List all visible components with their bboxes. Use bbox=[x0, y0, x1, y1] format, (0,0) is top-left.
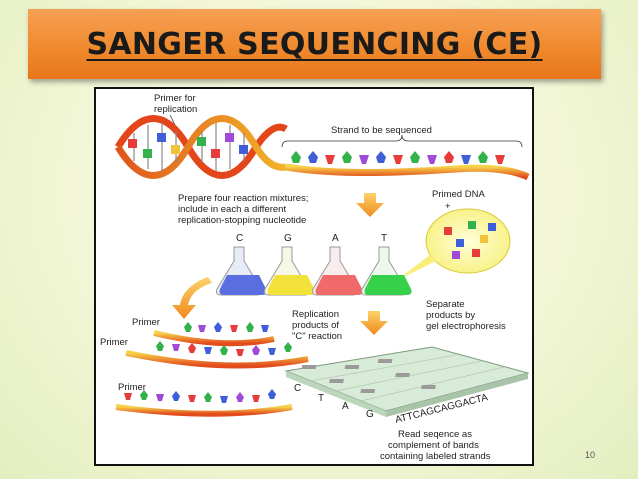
title-banner: SANGER SEQUENCING (CE) bbox=[28, 9, 601, 79]
sanger-diagram: Primer for replication Strand to be sequ… bbox=[100, 93, 530, 462]
flask-t bbox=[361, 246, 412, 296]
strand-brace bbox=[281, 134, 523, 148]
gel-slab bbox=[284, 346, 530, 417]
product-strand-1 bbox=[153, 330, 275, 347]
gel-label-t: T bbox=[318, 393, 324, 404]
label-prepare-3: replication-stopping nucleotide bbox=[178, 215, 306, 226]
sanger-figure: Primer for replication Strand to be sequ… bbox=[94, 87, 534, 466]
label-primed-dna: Primed DNA bbox=[432, 189, 485, 200]
flask-a-liquid bbox=[315, 275, 363, 295]
flask-label-a: A bbox=[332, 233, 339, 244]
label-replication: replication bbox=[154, 104, 197, 115]
label-strand-to-be-sequenced: Strand to be sequenced bbox=[331, 125, 432, 136]
label-replication-products-2: products of bbox=[292, 320, 339, 331]
slide-title: SANGER SEQUENCING (CE) bbox=[86, 26, 543, 62]
label-replication-products-3: "C" reaction bbox=[292, 331, 342, 342]
product-strand-2 bbox=[125, 350, 309, 369]
helix-nucleotides bbox=[128, 133, 248, 158]
label-prepare-2: include in each a different bbox=[178, 204, 286, 215]
template-nucleotides bbox=[291, 151, 505, 164]
label-replication-products-1: Replication bbox=[292, 309, 339, 320]
label-primer-2: Primer bbox=[100, 337, 128, 348]
label-primer-for: Primer for bbox=[154, 93, 196, 104]
primed-dna-bubble bbox=[425, 208, 511, 274]
gel-bands bbox=[301, 359, 436, 393]
gel-label-g: G bbox=[366, 409, 374, 420]
label-primer-1: Primer bbox=[132, 317, 160, 328]
product-strand-3 bbox=[115, 404, 293, 417]
flask-t-liquid bbox=[364, 275, 412, 295]
label-primer-3: Primer bbox=[118, 382, 146, 393]
flask-label-t: T bbox=[381, 233, 387, 244]
flask-g-liquid bbox=[267, 275, 315, 295]
label-plus: + bbox=[445, 201, 451, 212]
label-prepare-1: Prepare four reaction mixtures; bbox=[178, 193, 308, 204]
label-separate-3: gel electrophoresis bbox=[426, 321, 506, 332]
flask-label-g: G bbox=[284, 233, 292, 244]
flask-c-liquid bbox=[219, 275, 267, 295]
label-read-3: containing labeled strands bbox=[380, 451, 491, 462]
label-separate-1: Separate bbox=[426, 299, 465, 310]
label-separate-2: products by bbox=[426, 310, 475, 321]
flask-a bbox=[312, 246, 363, 296]
page-number: 10 bbox=[585, 450, 596, 460]
flask-c bbox=[216, 246, 267, 296]
product-nucleotides bbox=[124, 322, 292, 403]
flask-label-c: C bbox=[236, 233, 243, 244]
flask-g bbox=[264, 246, 315, 296]
gel-label-c: C bbox=[294, 383, 301, 394]
template-strand bbox=[285, 163, 530, 181]
bubble-tail bbox=[396, 254, 436, 281]
label-read-2: complement of bands bbox=[388, 440, 479, 451]
down-arrow-2-icon bbox=[360, 311, 388, 335]
down-arrow-icon bbox=[356, 193, 384, 217]
dna-double-helix bbox=[115, 115, 288, 179]
gel-label-a: A bbox=[342, 401, 349, 412]
label-read-1: Read seqence as bbox=[398, 429, 472, 440]
bubble-nucleotides bbox=[444, 221, 496, 259]
curved-arrow-icon bbox=[172, 277, 212, 319]
